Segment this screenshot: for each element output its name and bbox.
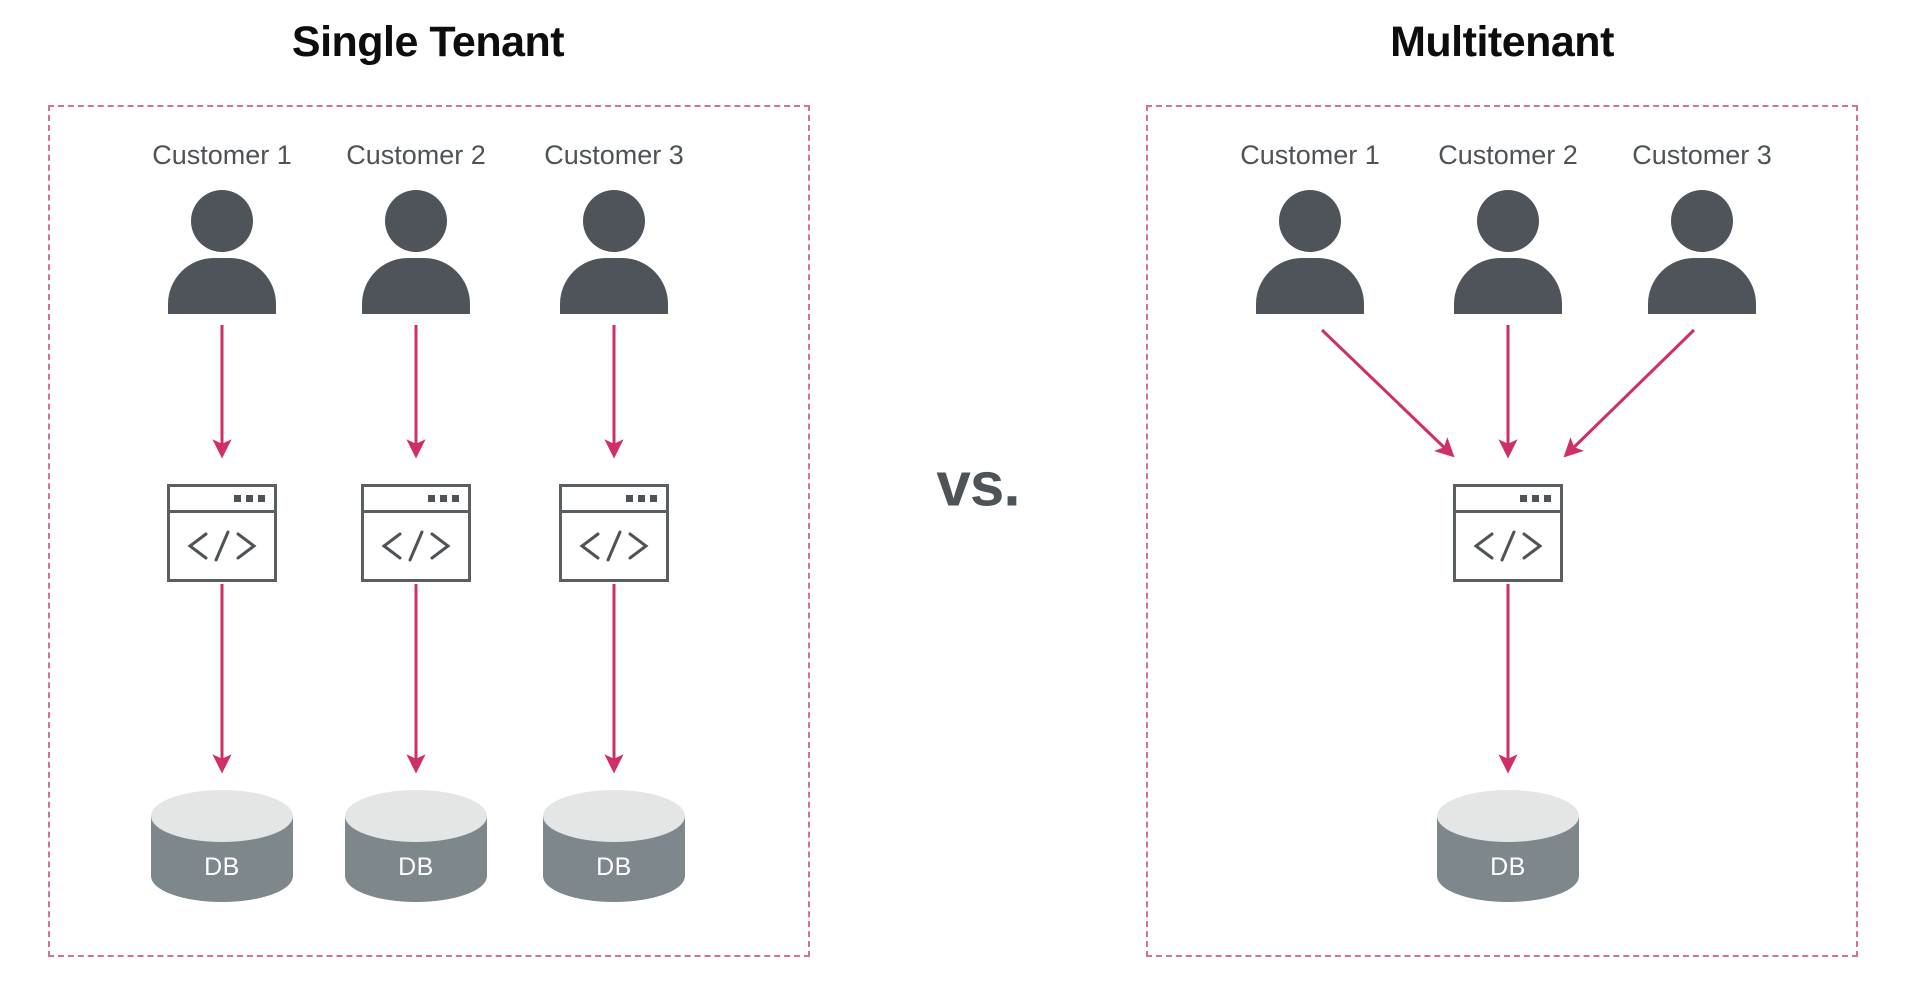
window-dot-icon — [234, 495, 241, 502]
database-icon-2-left: DB — [343, 788, 489, 904]
window-dot-icon — [626, 495, 633, 502]
person-icon-1-right — [1256, 190, 1364, 314]
code-window-body — [364, 513, 468, 579]
person-icon-3-right — [1648, 190, 1756, 314]
code-window-titlebar — [170, 487, 274, 513]
person-icon-2-left — [362, 190, 470, 314]
person-head-icon — [1671, 190, 1733, 252]
window-dot-icon — [440, 495, 447, 502]
customer-label-2-left: Customer 2 — [346, 140, 486, 170]
customer-label-2-right: Customer 2 — [1438, 140, 1578, 170]
database-label: DB — [398, 853, 434, 881]
customer-label-1-right: Customer 1 — [1240, 140, 1380, 170]
person-head-icon — [583, 190, 645, 252]
code-window-titlebar — [1456, 487, 1560, 513]
window-dot-icon — [1544, 495, 1551, 502]
person-head-icon — [191, 190, 253, 252]
window-dot-icon — [452, 495, 459, 502]
person-head-icon — [1279, 190, 1341, 252]
person-body-icon — [1454, 258, 1562, 314]
code-window-body — [1456, 513, 1560, 579]
window-dot-icon — [650, 495, 657, 502]
person-body-icon — [1648, 258, 1756, 314]
panel-title-multitenant: Multitenant — [1390, 18, 1614, 66]
person-body-icon — [168, 258, 276, 314]
code-window-icon-1-left — [167, 484, 277, 582]
person-head-icon — [1477, 190, 1539, 252]
code-window-icon-shared-right — [1453, 484, 1563, 582]
person-head-icon — [385, 190, 447, 252]
customer-label-3-right: Customer 3 — [1632, 140, 1772, 170]
database-icon-1-left: DB — [149, 788, 295, 904]
window-dot-icon — [428, 495, 435, 502]
window-dot-icon — [1520, 495, 1527, 502]
person-body-icon — [560, 258, 668, 314]
person-icon-3-left — [560, 190, 668, 314]
database-icon-shared-right: DB — [1435, 788, 1581, 904]
window-dot-icon — [638, 495, 645, 502]
panel-title-single-tenant: Single Tenant — [291, 18, 565, 66]
code-window-titlebar — [562, 487, 666, 513]
database-label: DB — [1490, 853, 1526, 881]
database-label: DB — [204, 853, 240, 881]
code-window-icon-2-left — [361, 484, 471, 582]
code-window-body — [170, 513, 274, 579]
person-body-icon — [362, 258, 470, 314]
code-window-body — [562, 513, 666, 579]
code-window-icon-3-left — [559, 484, 669, 582]
comparison-vs-label: vs. — [936, 450, 1020, 520]
person-icon-1-left — [168, 190, 276, 314]
person-icon-2-right — [1454, 190, 1562, 314]
customer-label-1-left: Customer 1 — [152, 140, 292, 170]
database-label: DB — [596, 853, 632, 881]
person-body-icon — [1256, 258, 1364, 314]
window-dot-icon — [246, 495, 253, 502]
window-dot-icon — [1532, 495, 1539, 502]
code-window-titlebar — [364, 487, 468, 513]
database-icon-3-left: DB — [541, 788, 687, 904]
panel-boundary-multitenant — [1146, 105, 1858, 957]
window-dot-icon — [258, 495, 265, 502]
panel-boundary-single-tenant — [48, 105, 810, 957]
customer-label-3-left: Customer 3 — [544, 140, 684, 170]
